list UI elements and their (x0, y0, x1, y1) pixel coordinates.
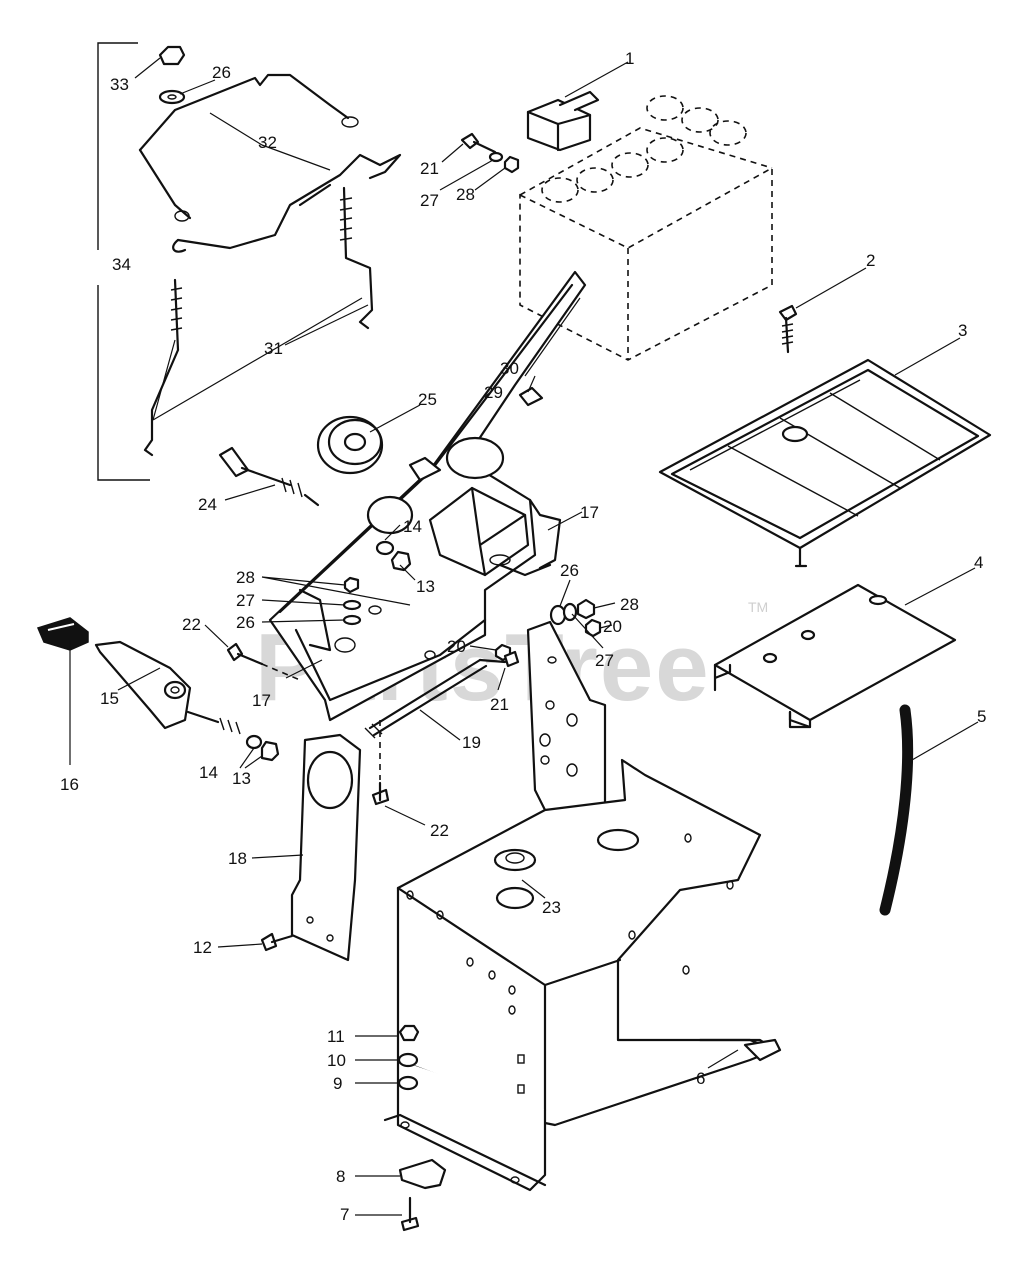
washer-14-upper (375, 540, 395, 556)
callout-27-top: 27 (420, 191, 439, 210)
bolt-21-top (460, 132, 497, 154)
nut-28-top (503, 155, 520, 174)
hose (879, 704, 914, 916)
callout-34: 34 (112, 255, 131, 274)
grommet (316, 415, 384, 475)
nut-33 (158, 45, 186, 66)
washer-27-right (562, 602, 578, 622)
callout-2: 2 (866, 251, 875, 270)
callout-28-top: 28 (456, 185, 475, 204)
lever (94, 640, 241, 735)
battery-tray (658, 358, 992, 568)
washer-26-right (549, 604, 567, 626)
callout-25: 25 (418, 390, 437, 409)
callout-16: 16 (60, 775, 79, 794)
clip-8 (398, 1158, 447, 1190)
callout-22-lower: 22 (430, 821, 449, 840)
callout-11: 11 (327, 1027, 345, 1046)
washer-14-lower (245, 734, 263, 750)
nut-28-right (576, 598, 596, 620)
screw-2 (778, 304, 798, 354)
callout-7: 7 (340, 1205, 349, 1224)
callout-21-middle: 21 (490, 695, 509, 714)
callout-20-right: 20 (603, 617, 622, 636)
callout-labels: 1 2 3 4 5 6 7 8 9 10 11 12 13 13 14 14 1… (60, 49, 986, 1224)
callout-leaders (69, 57, 979, 1216)
bolt-12 (260, 932, 294, 952)
callout-27-left: 27 (236, 591, 255, 610)
bolt-21-middle (478, 650, 520, 668)
callout-14-lower: 14 (199, 763, 218, 782)
callout-31: 31 (264, 339, 283, 358)
callout-22-upper: 22 (182, 615, 201, 634)
callout-12: 12 (193, 938, 212, 957)
spring-rod (339, 186, 374, 330)
nut-28-left (343, 576, 360, 594)
nut-13-upper (390, 550, 412, 572)
nut-11 (398, 1024, 420, 1042)
battery (519, 95, 773, 361)
wire-harness (138, 73, 402, 253)
callout-10: 10 (327, 1051, 346, 1070)
throttle-rod (143, 278, 183, 457)
washer-9 (397, 1075, 419, 1091)
washer-27-left (342, 599, 362, 611)
bolt-22-lower (371, 720, 390, 806)
callout-9: 9 (333, 1074, 342, 1093)
callout-19: 19 (462, 733, 481, 752)
nut-13-lower (260, 740, 280, 762)
bolt-22-upper (226, 642, 301, 681)
callout-23: 23 (542, 898, 561, 917)
callout-17-upper: 17 (580, 503, 599, 522)
cover-plate (713, 583, 957, 729)
spring-bolt (218, 446, 320, 507)
callout-18: 18 (228, 849, 247, 868)
knob (36, 617, 89, 651)
watermark-trademark: TM (748, 599, 768, 615)
callout-20-left: 20 (447, 637, 466, 656)
callout-27-right: 27 (595, 651, 614, 670)
callout-13-lower: 13 (232, 769, 251, 788)
callout-32: 32 (258, 133, 277, 152)
callout-26-left: 26 (236, 613, 255, 632)
washer-26-top (158, 89, 186, 105)
callout-8: 8 (336, 1167, 345, 1186)
callout-6: 6 (696, 1069, 705, 1088)
callout-15: 15 (100, 689, 119, 708)
main-frame (383, 758, 782, 1192)
callout-28-left: 28 (236, 568, 255, 587)
mount-bracket (290, 733, 362, 962)
kit-bracket-34 (97, 42, 150, 481)
callout-17-lower: 17 (252, 691, 271, 710)
callout-26-top: 26 (212, 63, 231, 82)
washer-27-top (488, 151, 504, 163)
callout-29: 29 (484, 383, 503, 402)
bolt-7 (400, 1196, 420, 1232)
washer-26-left (342, 614, 362, 626)
washer-10 (397, 1052, 419, 1068)
callout-30: 30 (500, 359, 519, 378)
callout-3: 3 (958, 321, 967, 340)
callout-1: 1 (625, 49, 634, 68)
callout-33: 33 (110, 75, 129, 94)
callout-24: 24 (198, 495, 217, 514)
callout-14-upper: 14 (403, 517, 422, 536)
callout-13-upper: 13 (416, 577, 435, 596)
callout-26-right: 26 (560, 561, 579, 580)
callout-5: 5 (977, 707, 986, 726)
nut-20-right (584, 618, 602, 638)
callout-21-top: 21 (420, 159, 439, 178)
terminal-boot (526, 90, 600, 152)
callout-4: 4 (974, 553, 983, 572)
callout-28-right: 28 (620, 595, 639, 614)
